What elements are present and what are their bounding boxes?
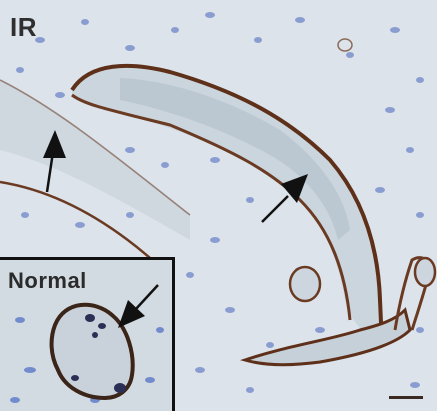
- main-vessel-outer-wall: [70, 63, 384, 346]
- scale-bar: [389, 396, 423, 399]
- panel-label-normal: Normal: [8, 268, 87, 293]
- top-right-capillary: [337, 38, 353, 52]
- left-vessel-wall-bottom: [0, 180, 151, 259]
- left-vessel-wall-top: [0, 79, 191, 216]
- arrow-left-vessel: [43, 130, 66, 193]
- main-vessel-inner-wall: [71, 93, 352, 321]
- small-capillary: [288, 265, 322, 303]
- left-vessel-lumen: [0, 80, 190, 240]
- arrow-main-vessel: [261, 174, 308, 223]
- inset-cells: [71, 314, 126, 393]
- inset-arrow: [118, 284, 159, 328]
- inset-capillary-wall: [49, 302, 135, 401]
- inset-normal-panel: Normal: [0, 257, 175, 411]
- panel-label-ir: IR: [10, 12, 37, 42]
- inset-micrograph: [0, 260, 172, 411]
- right-edge-capillary: [413, 256, 437, 288]
- lower-vessel-branch: [240, 307, 412, 367]
- main-vessel-granular-content: [120, 78, 350, 240]
